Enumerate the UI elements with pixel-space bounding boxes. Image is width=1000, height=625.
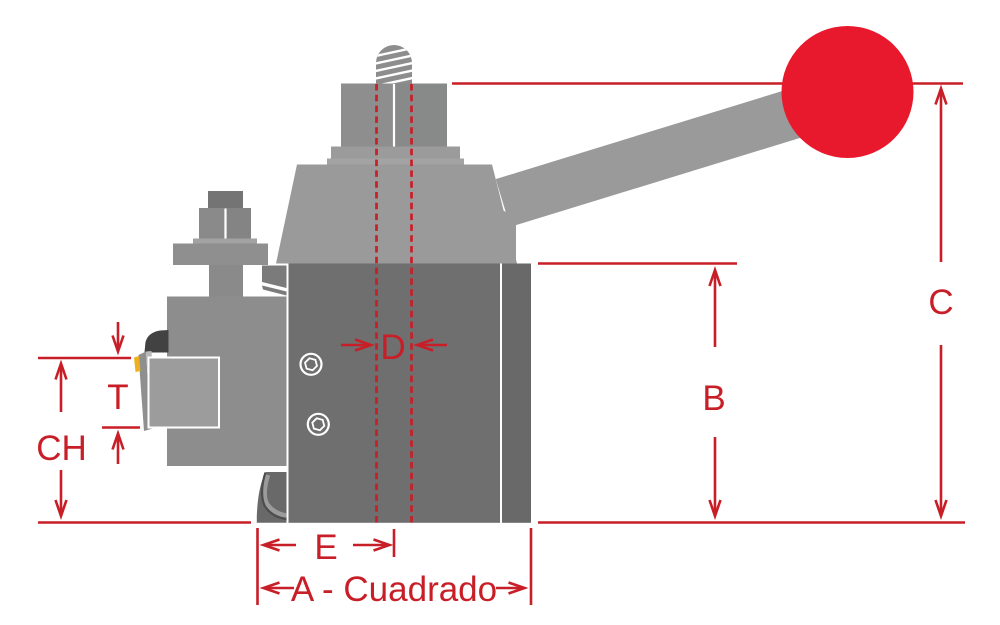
set-screw-top (299, 352, 323, 376)
clamp-nose (144, 330, 169, 353)
dim-t: T (38, 322, 140, 464)
dim-b: B (538, 262, 737, 520)
dim-ch: CH (36, 359, 87, 520)
set-screw-bottom-hex (311, 417, 326, 432)
threaded-stud (376, 45, 412, 85)
top-casting (276, 164, 517, 264)
dim-b-label: B (702, 379, 725, 418)
set-screw-top-hex (304, 357, 318, 372)
dim-a-label: A - Cuadrado (291, 570, 497, 609)
dim-c-label: C (928, 283, 953, 322)
insert-tip (134, 356, 141, 372)
dim-t-label: T (107, 378, 128, 417)
stud-centerlines (375, 84, 413, 523)
dim-d-label: D (380, 328, 405, 367)
height-adjust-bolt (173, 191, 268, 297)
dimensions: C B D T (36, 84, 965, 609)
dim-e: E (256, 528, 396, 605)
dim-e-label: E (314, 528, 337, 567)
washer-upper (331, 146, 460, 159)
dovetail-foot (256, 472, 287, 523)
set-screw-bottom (306, 412, 330, 436)
ball-handle (781, 26, 914, 158)
tool-post-body (288, 263, 531, 523)
dim-d: D (341, 328, 447, 367)
socket-set-screws (299, 352, 330, 436)
dim-c: C (928, 84, 954, 520)
dovetail-wedge (262, 265, 287, 296)
dim-ch-label: CH (36, 429, 87, 468)
dim-a: A - Cuadrado (259, 528, 533, 609)
washer-lower (327, 158, 464, 165)
cutting-insert (147, 356, 220, 429)
clamping-nut (341, 83, 447, 147)
